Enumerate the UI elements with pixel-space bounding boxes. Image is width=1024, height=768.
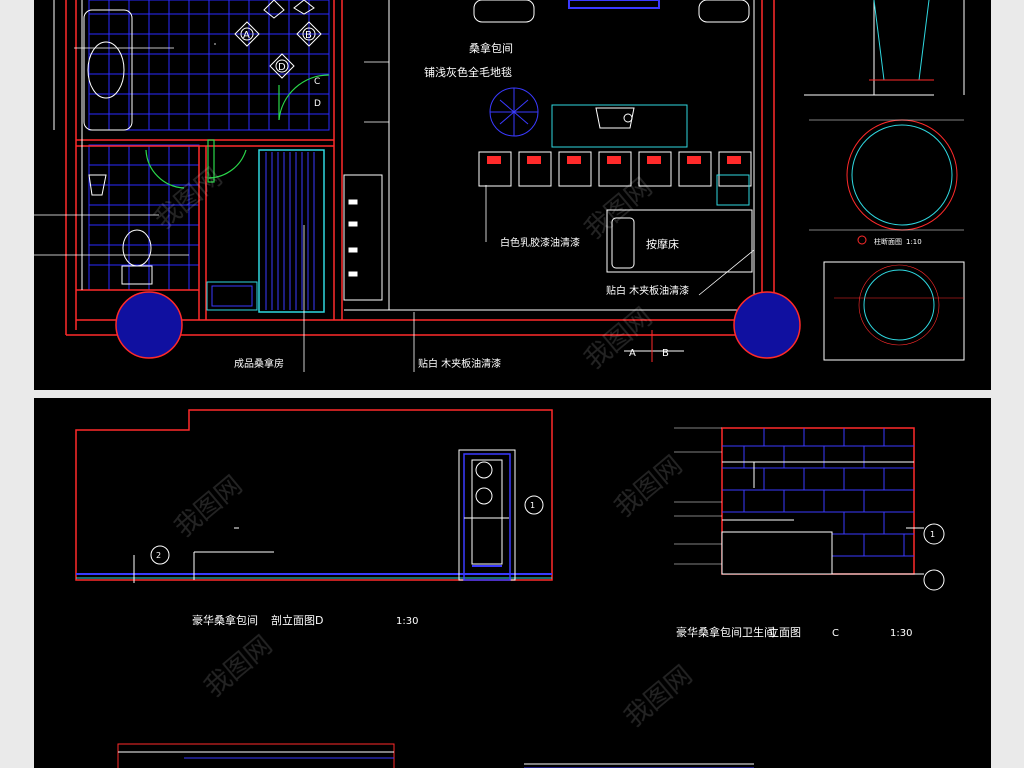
svg-text:D: D xyxy=(314,99,321,109)
urinal-fixture xyxy=(88,174,107,196)
tile-marker-d: D xyxy=(269,53,295,79)
column-section-detail: 柱断面图 1:10 xyxy=(809,119,964,246)
tile-diamond xyxy=(263,0,315,19)
svg-text:我图网: 我图网 xyxy=(619,660,698,733)
svg-text:我图网: 我图网 xyxy=(609,450,688,523)
section-elevation-d: 1 2 xyxy=(75,409,553,583)
walls xyxy=(65,0,794,336)
svg-text:C: C xyxy=(314,77,320,87)
leader-lines xyxy=(34,43,755,372)
elevation-d-title: 豪华桑拿包间 xyxy=(192,613,258,627)
veneer-finish-label-right: 贴白 木夹板油清漆 xyxy=(606,284,689,297)
svg-text:B: B xyxy=(662,348,669,359)
structural-column-left xyxy=(115,291,183,359)
elevation-c-title: 豪华桑拿包间卫生间 xyxy=(676,625,775,639)
section-marker-ab: A B xyxy=(624,330,684,362)
door-tag-d: D xyxy=(314,99,321,109)
sofa-top xyxy=(568,0,660,9)
elevation-c-subtitle: 立面图 xyxy=(768,625,801,639)
svg-text:2: 2 xyxy=(156,551,161,560)
svg-text:A: A xyxy=(629,348,636,359)
svg-text:我图网: 我图网 xyxy=(169,470,248,543)
elevation-drawing: 1 2 豪华桑拿包间 剖立面图D 1:30 xyxy=(75,409,945,768)
massage-chairs-row xyxy=(478,151,752,206)
floor-plan-sheet: A B D xyxy=(34,0,991,390)
wash-basin xyxy=(83,9,133,131)
svg-text:1:10: 1:10 xyxy=(906,238,922,246)
elevation-d-scale: 1:30 xyxy=(396,616,418,627)
sauna-room xyxy=(206,149,325,313)
svg-text:柱断面图: 柱断面图 xyxy=(874,237,902,246)
veneer-finish-label-bottom: 贴白 木夹板油清漆 xyxy=(418,357,501,370)
svg-text:B: B xyxy=(305,30,312,41)
watermark: 我图网 我图网 我图网 我图网 xyxy=(169,450,698,733)
elevation-c-letter: C xyxy=(832,628,839,639)
watermark: 我图网 我图网 我图网 xyxy=(149,162,658,375)
floor-plan-drawing: A B D xyxy=(34,0,965,375)
wall-finish-label: 白色乳胶漆油清漆 xyxy=(500,236,580,249)
partition-lines xyxy=(53,0,755,311)
tile-marker-b: B xyxy=(296,21,322,47)
bathroom-tile-grid xyxy=(88,0,330,291)
sauna-room-label: 成品桑拿房 xyxy=(234,357,284,370)
massage-bed-label: 按摩床 xyxy=(646,237,679,251)
bathroom-elevation-c: 1 xyxy=(674,427,945,591)
door-swings xyxy=(145,74,330,189)
svg-text:A: A xyxy=(243,30,250,41)
bottom-partial-drawing-right xyxy=(524,763,754,768)
elevation-sheet: 1 2 豪华桑拿包间 剖立面图D 1:30 xyxy=(34,398,991,768)
massage-bed xyxy=(606,209,753,273)
bottom-partial-drawing-left xyxy=(117,743,395,768)
svg-text:我图网: 我图网 xyxy=(579,302,658,375)
armchairs xyxy=(473,0,750,23)
door-tag-c: C xyxy=(314,77,320,87)
elevation-c-scale: 1:30 xyxy=(890,628,912,639)
svg-text:1: 1 xyxy=(930,530,935,539)
toilet xyxy=(121,229,153,285)
svg-text:我图网: 我图网 xyxy=(199,630,278,703)
massage-table-head xyxy=(551,104,688,148)
structural-column-right xyxy=(733,291,801,359)
svg-text:1: 1 xyxy=(530,501,535,510)
floor-finish-label: 铺浅灰色全毛地毯 xyxy=(424,65,512,79)
elevation-d-subtitle: 剖立面图D xyxy=(271,613,323,627)
room-name-label: 桑拿包间 xyxy=(469,41,513,55)
column-elevation-detail xyxy=(804,0,965,96)
tile-marker-a: A xyxy=(234,21,260,47)
column-base-detail xyxy=(823,261,965,361)
svg-text:D: D xyxy=(278,62,286,73)
plant xyxy=(489,87,539,137)
